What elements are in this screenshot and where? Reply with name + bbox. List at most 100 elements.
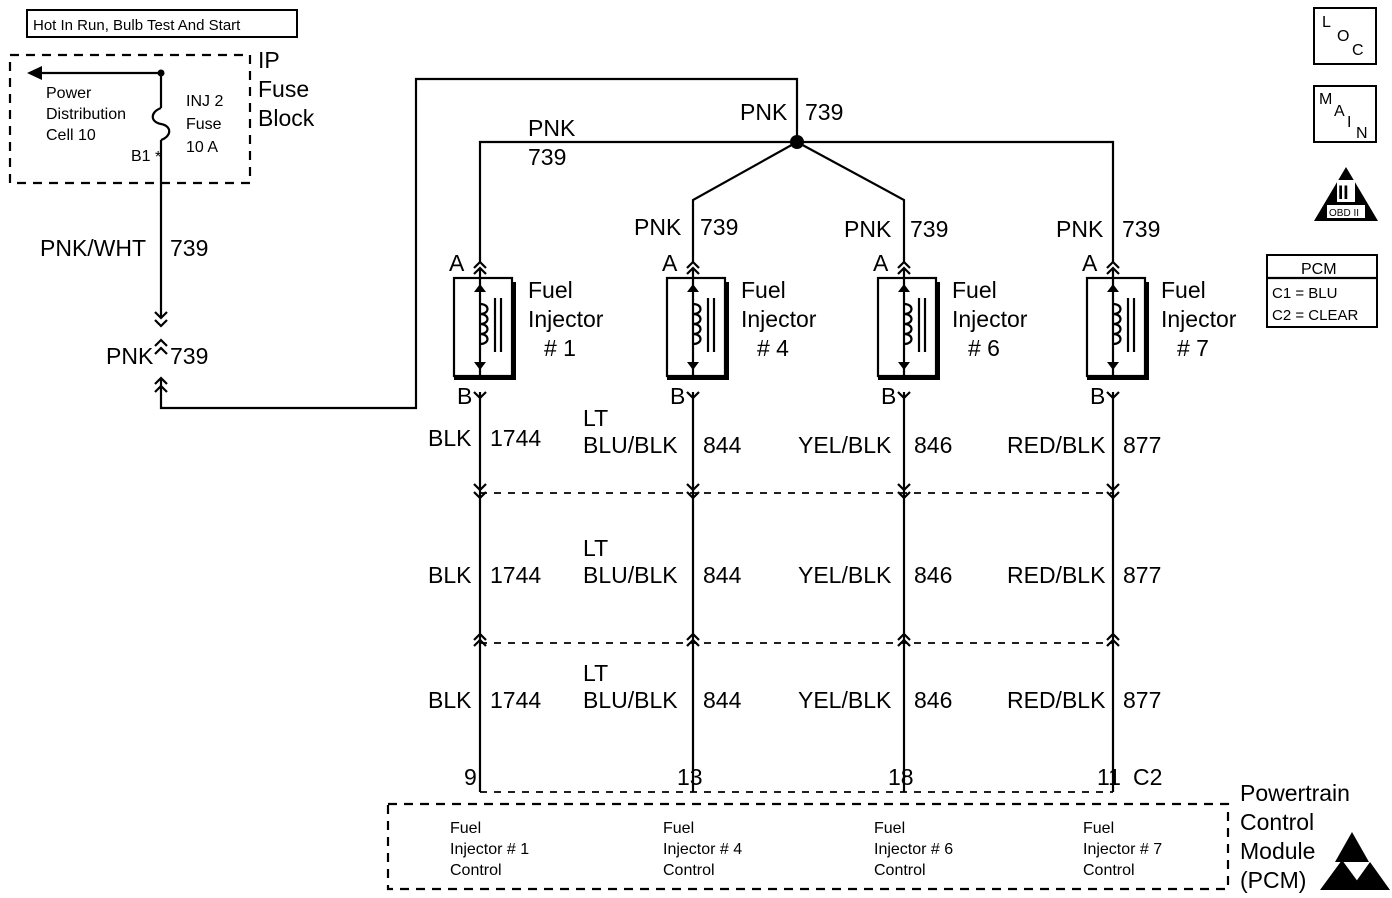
- injector-4-pcm-pin: 11: [1097, 764, 1121, 790]
- injector-3: [876, 260, 940, 792]
- feed-lower-circuit: 739: [170, 343, 208, 369]
- injector-2-box: [665, 276, 727, 378]
- injector-4-name-3: # 7: [1177, 335, 1209, 361]
- svg-text:O: O: [1337, 28, 1349, 45]
- injector-3-terminal-a: A: [873, 250, 889, 276]
- svg-text:C1 = BLU: C1 = BLU: [1272, 285, 1337, 302]
- injector-1-ctrl-circuit-1: 1744: [490, 425, 541, 451]
- injector-2-pcm-pin: 13: [677, 764, 703, 790]
- svg-text:I: I: [1347, 114, 1351, 131]
- injector-1-pcm-label-2: Injector # 1: [450, 841, 529, 858]
- svg-text:C2 = CLEAR: C2 = CLEAR: [1272, 307, 1358, 324]
- feed-upper-color: PNK/WHT: [40, 235, 146, 261]
- inj4-feed-color: PNK: [634, 214, 682, 240]
- injector-2-ctrl-prefix-3: LT: [583, 660, 608, 686]
- injector-3-terminal-b: B: [881, 383, 896, 409]
- injector-1-name-3: # 1: [544, 335, 576, 361]
- injector-1-pcm-pin: 9: [464, 764, 477, 790]
- injector-1-pcm-label-1: Fuel: [450, 820, 481, 837]
- injector-3-pcm-pin: 18: [888, 764, 914, 790]
- injector-2-pcm-label-1: Fuel: [663, 820, 694, 837]
- svg-text:C: C: [1352, 42, 1364, 59]
- injector-2-ctrl-circuit-1: 844: [703, 432, 742, 458]
- inj1-feed-color: PNK: [528, 115, 576, 141]
- injector-3-name-3: # 6: [968, 335, 1000, 361]
- injector-3-pcm-label-1: Fuel: [874, 820, 905, 837]
- injector-2-pcm-label-3: Control: [663, 862, 715, 879]
- inj6-feed-circuit: 739: [910, 216, 948, 242]
- source-line-3: Cell 10: [46, 127, 96, 144]
- feed-wire-injector-6: [796, 141, 906, 262]
- header-box: [26, 9, 298, 38]
- pcm-name-1: Powertrain: [1240, 780, 1350, 806]
- injector-2-name-1: Fuel: [741, 277, 786, 303]
- esd-warning-icon: [1320, 832, 1390, 890]
- injector-2-ctrl-prefix-2: LT: [583, 535, 608, 561]
- source-line-1: Power: [46, 85, 92, 102]
- injector-3-ctrl-color-3: YEL/BLK: [798, 687, 892, 713]
- injector-1-ctrl-circuit-3: 1744: [490, 687, 541, 713]
- injector-3-pcm-label-2: Injector # 6: [874, 841, 953, 858]
- power-source-arrow-icon: [27, 66, 165, 80]
- injector-2-coil-icon: [687, 268, 716, 376]
- injector-3-coil-icon: [898, 268, 927, 376]
- injector-1-coil-icon: [474, 268, 503, 376]
- injector-4-terminal-a: A: [1082, 250, 1098, 276]
- injector-2-ctrl-color-3: BLU/BLK: [583, 687, 678, 713]
- injector-3-ctrl-circuit-1: 846: [914, 432, 952, 458]
- injector-1-ctrl-color-2: BLK: [428, 562, 472, 588]
- injector-3-box: [876, 276, 938, 378]
- injector-4-name-1: Fuel: [1161, 277, 1206, 303]
- feed-wire-injector-1: [478, 140, 797, 262]
- injector-4-box: [1085, 276, 1147, 378]
- svg-text:II: II: [1338, 183, 1349, 204]
- pcm-connector-table: PCM C1 = BLU C2 = CLEAR: [1266, 254, 1378, 328]
- injector-4: [1085, 260, 1149, 792]
- injector-1-ctrl-circuit-2: 1744: [490, 562, 541, 588]
- injector-4-ctrl-circuit-1: 877: [1123, 432, 1161, 458]
- injector-2-ctrl-circuit-3: 844: [703, 687, 742, 713]
- injector-4-name-2: Injector: [1161, 306, 1237, 332]
- svg-text:A: A: [1334, 103, 1345, 120]
- injector-4-ctrl-color-2: RED/BLK: [1007, 562, 1106, 588]
- feed-wire-injector-7: [797, 140, 1115, 262]
- inj1-feed-circuit: 739: [528, 144, 566, 170]
- injector-3-name-2: Injector: [952, 306, 1028, 332]
- injector-1-terminal-a: A: [449, 250, 465, 276]
- fuse-icon: *: [151, 73, 171, 166]
- pcm-name-2: Control: [1240, 809, 1314, 835]
- injector-2-ctrl-prefix-1: LT: [583, 405, 608, 431]
- svg-text:OBD II: OBD II: [1329, 208, 1359, 219]
- fuse-block-name-2: Fuse: [258, 76, 309, 102]
- pcm-enclosure: [386, 802, 1230, 891]
- injector-2-ctrl-color-1: BLU/BLK: [583, 432, 678, 458]
- injector-3-ctrl-circuit-2: 846: [914, 562, 952, 588]
- injector-1-box: [452, 276, 514, 378]
- svg-text:*: *: [155, 149, 161, 166]
- inj6-feed-color: PNK: [844, 216, 892, 242]
- source-line-2: Distribution: [46, 106, 126, 123]
- injector-4-terminal-b: B: [1090, 383, 1105, 409]
- fuse-line-3: 10 A: [186, 139, 218, 156]
- svg-text:M: M: [1319, 91, 1332, 108]
- header-title: Hot In Run, Bulb Test And Start: [33, 17, 241, 34]
- pcm-name-3: Module: [1240, 838, 1315, 864]
- injector-1-ctrl-color-1: BLK: [428, 425, 472, 451]
- injector-4-pcm-label-1: Fuel: [1083, 820, 1114, 837]
- injector-2-terminal-a: A: [662, 250, 678, 276]
- injector-4-pcm-label-3: Control: [1083, 862, 1135, 879]
- pcm-connector: C2: [1133, 764, 1162, 790]
- injector-2-name-3: # 4: [757, 335, 789, 361]
- injector-1-name-2: Injector: [528, 306, 604, 332]
- injector-1-terminal-b: B: [457, 383, 472, 409]
- fuse-block-name-1: IP: [258, 47, 280, 73]
- injector-3-pcm-label-3: Control: [874, 862, 926, 879]
- fuse-line-1: INJ 2: [186, 93, 223, 110]
- injector-3-ctrl-color-2: YEL/BLK: [798, 562, 892, 588]
- splice-color: PNK: [740, 99, 788, 125]
- feed-route-wire: [159, 77, 799, 410]
- inj7-feed-color: PNK: [1056, 216, 1104, 242]
- inj4-feed-circuit: 739: [700, 214, 738, 240]
